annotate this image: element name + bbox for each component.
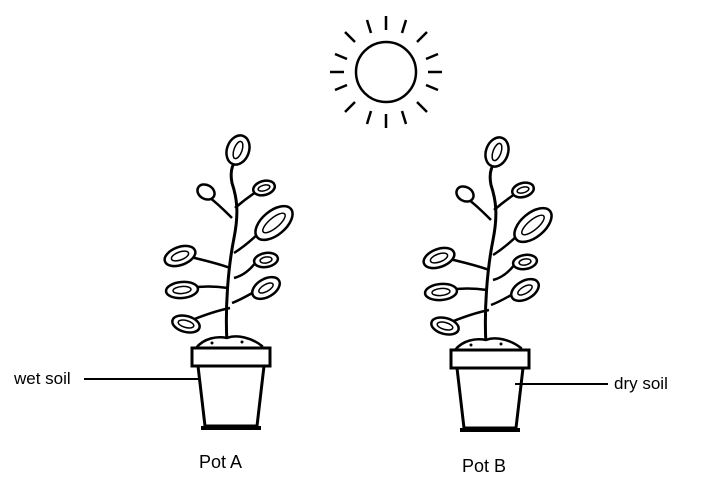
pot-a-plant <box>162 132 299 428</box>
dry-soil-label: dry soil <box>614 374 668 394</box>
wet-soil-label: wet soil <box>14 369 71 389</box>
pot-b-plant <box>421 134 558 430</box>
pot-a-label: Pot A <box>199 452 242 473</box>
pot-b-label: Pot B <box>462 456 506 477</box>
sun-icon <box>330 16 442 128</box>
